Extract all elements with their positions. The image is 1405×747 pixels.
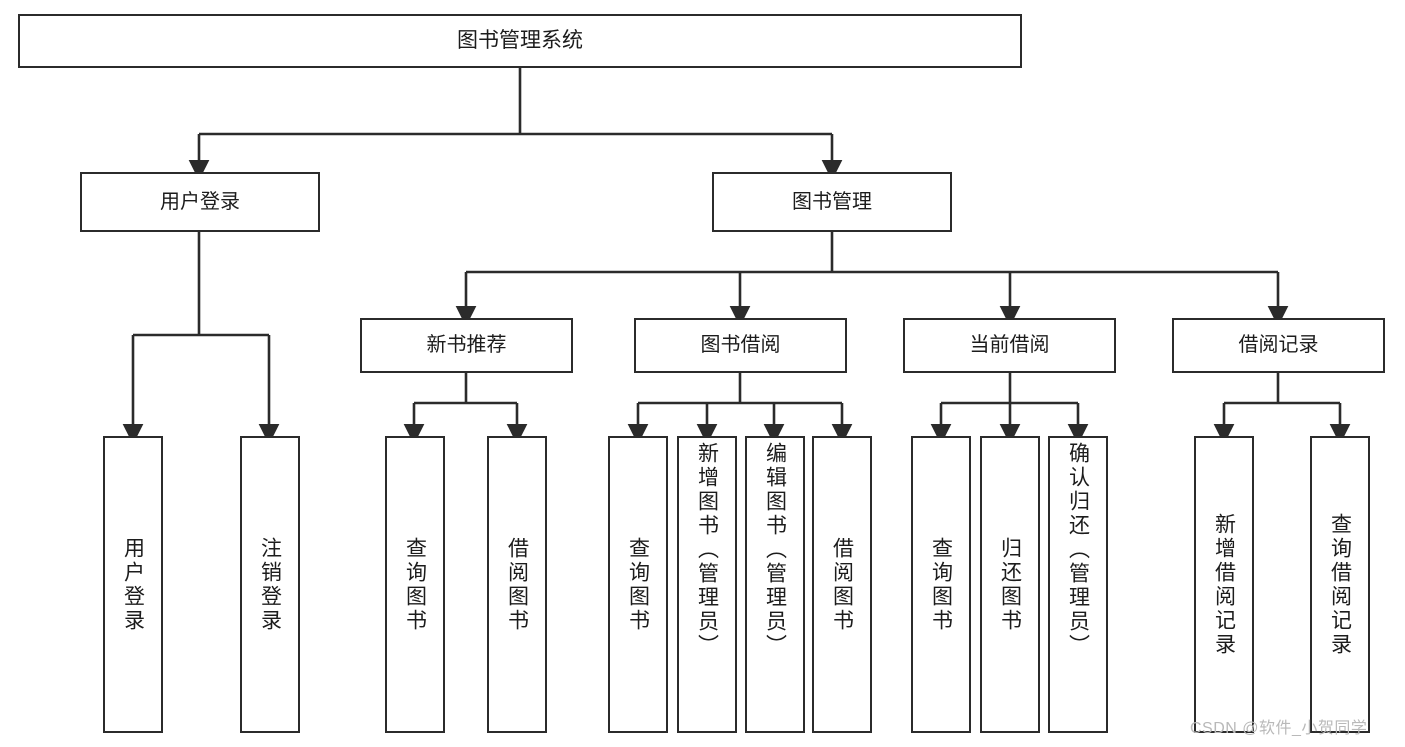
node-borrow-record-label: 借阅记录 xyxy=(1238,334,1319,356)
node-user-login-label: 用户登录 xyxy=(160,190,240,213)
node-current-borrow[interactable]: 当前借阅 xyxy=(903,318,1116,373)
node-leaf-edit-book-admin-label: 编辑图书（管理员） xyxy=(763,442,787,658)
node-book-borrow[interactable]: 图书借阅 xyxy=(634,318,847,373)
node-root[interactable]: 图书管理系统 xyxy=(18,14,1022,68)
node-leaf-query-book-recommend-label: 查询图书 xyxy=(403,536,427,633)
node-leaf-query-book-borrow[interactable]: 查询图书 xyxy=(608,436,668,733)
node-borrow-record[interactable]: 借阅记录 xyxy=(1172,318,1385,373)
node-book-borrow-label: 图书借阅 xyxy=(700,334,781,356)
node-leaf-add-book-admin[interactable]: 新增图书（管理员） xyxy=(677,436,737,733)
node-leaf-add-book-admin-label: 新增图书（管理员） xyxy=(695,442,719,658)
node-leaf-return-book[interactable]: 归还图书 xyxy=(980,436,1040,733)
node-root-label: 图书管理系统 xyxy=(457,28,583,52)
node-leaf-borrow-book-recommend-label: 借阅图书 xyxy=(505,536,529,633)
node-leaf-logout-label: 注销登录 xyxy=(258,536,282,633)
node-leaf-borrow-book-label: 借阅图书 xyxy=(830,536,854,633)
node-current-borrow-label: 当前借阅 xyxy=(969,334,1050,356)
node-leaf-query-borrow-record-label: 查询借阅记录 xyxy=(1328,512,1352,657)
node-leaf-user-login-label: 用户登录 xyxy=(121,536,145,633)
node-leaf-query-book-current[interactable]: 查询图书 xyxy=(911,436,971,733)
node-leaf-borrow-book-recommend[interactable]: 借阅图书 xyxy=(487,436,547,733)
node-leaf-query-book-current-label: 查询图书 xyxy=(929,536,953,633)
node-leaf-query-borrow-record[interactable]: 查询借阅记录 xyxy=(1310,436,1370,733)
node-leaf-query-book-recommend[interactable]: 查询图书 xyxy=(385,436,445,733)
node-new-book-recommend[interactable]: 新书推荐 xyxy=(360,318,573,373)
node-leaf-user-login[interactable]: 用户登录 xyxy=(103,436,163,733)
node-leaf-query-book-borrow-label: 查询图书 xyxy=(626,536,650,633)
node-leaf-logout[interactable]: 注销登录 xyxy=(240,436,300,733)
node-leaf-confirm-return-admin[interactable]: 确认归还（管理员） xyxy=(1048,436,1108,733)
node-leaf-add-borrow-record-label: 新增借阅记录 xyxy=(1212,512,1236,657)
node-leaf-add-borrow-record[interactable]: 新增借阅记录 xyxy=(1194,436,1254,733)
node-book-management-label: 图书管理 xyxy=(792,190,872,213)
node-book-management[interactable]: 图书管理 xyxy=(712,172,952,232)
node-leaf-return-book-label: 归还图书 xyxy=(998,536,1022,633)
node-leaf-edit-book-admin[interactable]: 编辑图书（管理员） xyxy=(745,436,805,733)
node-user-login[interactable]: 用户登录 xyxy=(80,172,320,232)
node-leaf-borrow-book[interactable]: 借阅图书 xyxy=(812,436,872,733)
watermark-text: CSDN @软件_小贺同学 xyxy=(1190,720,1368,737)
node-new-book-recommend-label: 新书推荐 xyxy=(426,334,507,356)
node-leaf-confirm-return-admin-label: 确认归还（管理员） xyxy=(1066,442,1090,658)
